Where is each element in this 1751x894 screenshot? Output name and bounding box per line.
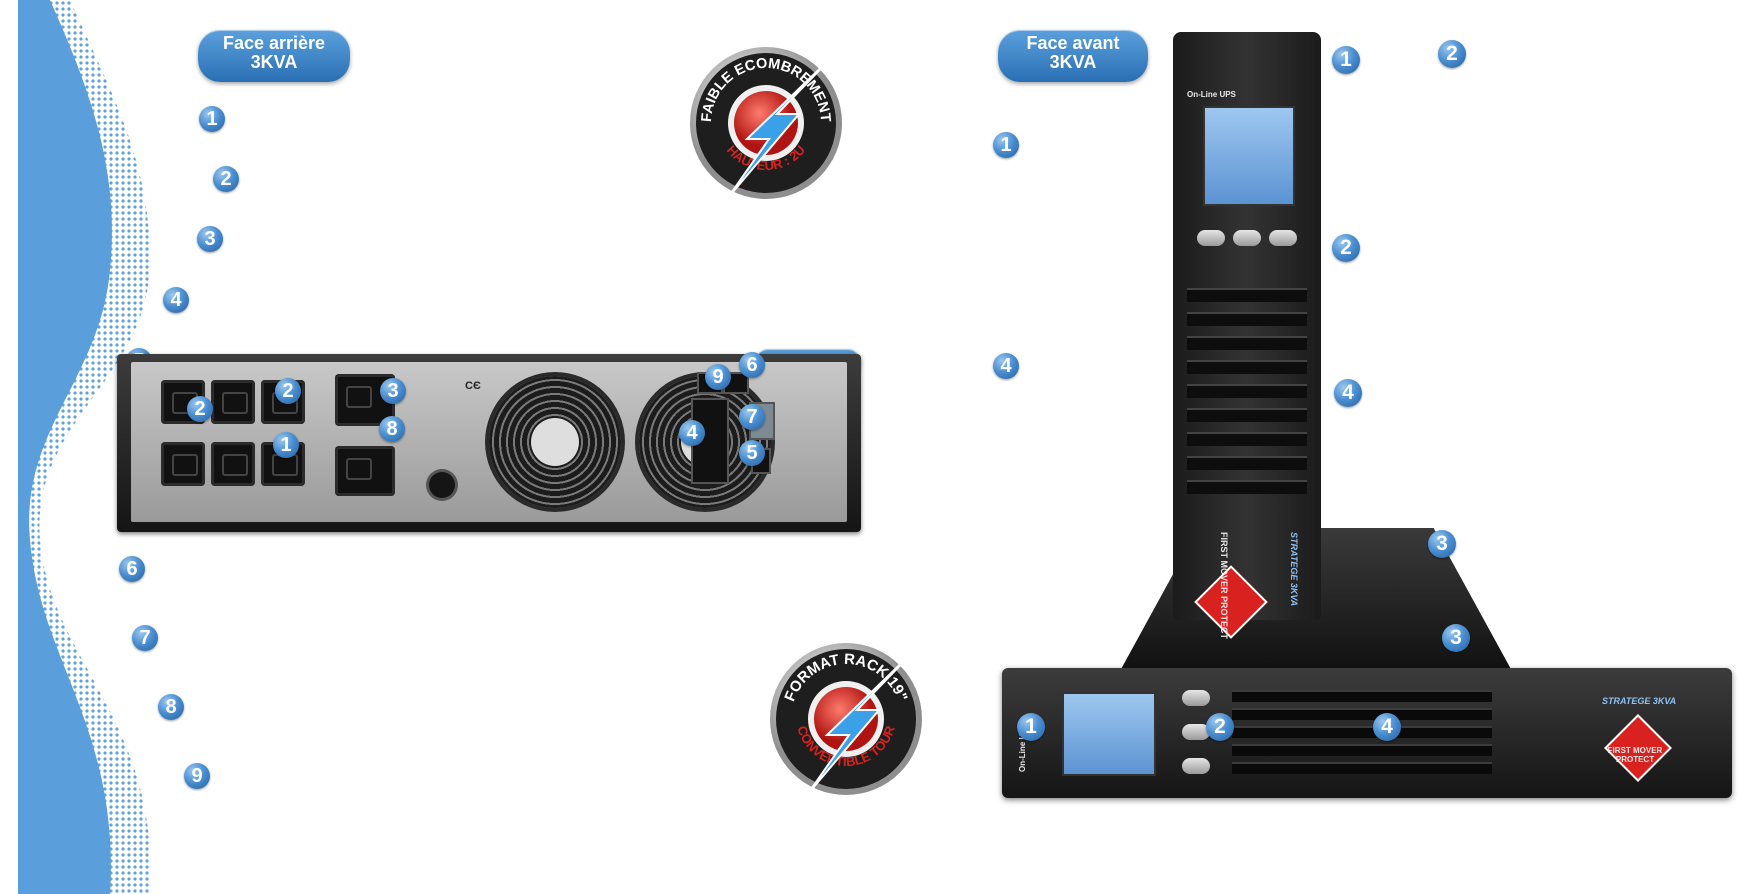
tower-ups-image: On-Line UPS FIRST MOVER PROTECT STRATEGE…	[1173, 32, 1321, 639]
tower-callout: 3	[1442, 624, 1470, 652]
breaker-switch	[429, 472, 455, 498]
vent-slot	[1187, 288, 1307, 302]
control-button	[1182, 690, 1210, 706]
control-button	[1182, 724, 1210, 740]
rack-logo-text: FIRST MOVER PROTECT	[1607, 746, 1663, 764]
rear-callout: 1	[273, 432, 299, 458]
tower-callout: 2	[1438, 40, 1466, 68]
rear-face-title-line2: 3KVA	[250, 52, 298, 72]
control-button	[1269, 230, 1297, 246]
c20-input	[335, 446, 395, 496]
vent-slot	[1187, 384, 1307, 398]
rear-callout: 2	[275, 378, 301, 404]
control-button	[1233, 230, 1261, 246]
rear-face-title-line1: Face arrière	[222, 33, 326, 53]
control-button	[1182, 758, 1210, 774]
rack-callout: 2	[1206, 713, 1234, 741]
wave-background	[0, 0, 151, 894]
rear-callout: 8	[379, 416, 405, 442]
rack-callout: 1	[1017, 713, 1045, 741]
front-callout: 4	[993, 353, 1019, 379]
tower-callout: 3	[1428, 530, 1456, 558]
front-face-title-line2: 3KVA	[1049, 52, 1097, 72]
tower-callout: 2	[1332, 234, 1360, 262]
vent-slot	[1187, 456, 1307, 470]
front-callout: 1	[993, 132, 1019, 158]
c13-outlet	[211, 380, 255, 424]
small-footprint-badge: FAIBLE ECOMBREMENT HAUTEUR : 2U	[690, 47, 842, 200]
tower-logo-text: FIRST MOVER PROTECT	[1219, 532, 1229, 640]
rear-callout: 7	[739, 404, 765, 430]
lightning-bolt-icon	[806, 647, 918, 796]
vent-slot	[1232, 762, 1492, 774]
cooling-fan	[489, 376, 621, 508]
rack-format-badge: FORMAT RACK 19" CONVERTIBLE TOUR	[770, 643, 922, 796]
vent-slot	[1187, 360, 1307, 374]
vent-slot	[1187, 480, 1307, 494]
rear-callout: 3	[380, 378, 406, 404]
c13-outlet	[161, 442, 205, 486]
tower-callout: 4	[1334, 379, 1362, 407]
rack-brand-text: STRATEGE 3KVA	[1602, 696, 1677, 706]
ce-mark-icon: СЄ	[465, 380, 481, 392]
rear-panel-plate: СЄ	[131, 362, 847, 522]
rear-callout: 9	[705, 364, 731, 390]
rear-callout: 4	[679, 420, 705, 446]
rack-ups-image: On-Line UPS STRATEGE 3KVA FIRST MOVER PR…	[1002, 668, 1732, 798]
left-callout: 9	[184, 763, 210, 789]
rack-callout: 4	[1373, 713, 1401, 741]
vent-slot	[1232, 708, 1492, 720]
rear-face-title: Face arrière 3KVA	[198, 30, 350, 82]
vent-slot	[1232, 726, 1492, 738]
lightning-bolt-icon	[726, 51, 838, 200]
c13-outlet	[211, 442, 255, 486]
front-face-title-line1: Face avant	[1026, 33, 1120, 53]
left-callout: 3	[197, 226, 223, 252]
left-callout: 7	[132, 625, 158, 651]
tower-brand-text: STRATEGE 3KVA	[1289, 532, 1299, 607]
vent-slot	[1187, 336, 1307, 350]
rear-callout: 6	[739, 352, 765, 378]
left-callout: 6	[119, 556, 145, 582]
rack-lcd-display	[1062, 692, 1156, 776]
rear-panel-image: СЄ 2 2 1 3 8 9 6 4 7 5	[117, 352, 861, 532]
left-callout: 2	[213, 166, 239, 192]
rear-callout: 2	[187, 396, 213, 422]
vent-slot	[1187, 312, 1307, 326]
front-face-title: Face avant 3KVA	[998, 30, 1148, 82]
left-callout: 4	[163, 287, 189, 313]
vent-slot	[1187, 408, 1307, 422]
vent-slot	[1232, 690, 1492, 702]
lcd-display	[1203, 106, 1295, 206]
tower-callout: 1	[1332, 46, 1360, 74]
left-callout: 8	[158, 694, 184, 720]
left-callout: 1	[199, 106, 225, 132]
control-button	[1197, 230, 1225, 246]
lcd-title: On-Line UPS	[1187, 90, 1236, 99]
rear-callout: 5	[739, 440, 765, 466]
vent-slot	[1187, 432, 1307, 446]
vent-slot	[1232, 744, 1492, 756]
